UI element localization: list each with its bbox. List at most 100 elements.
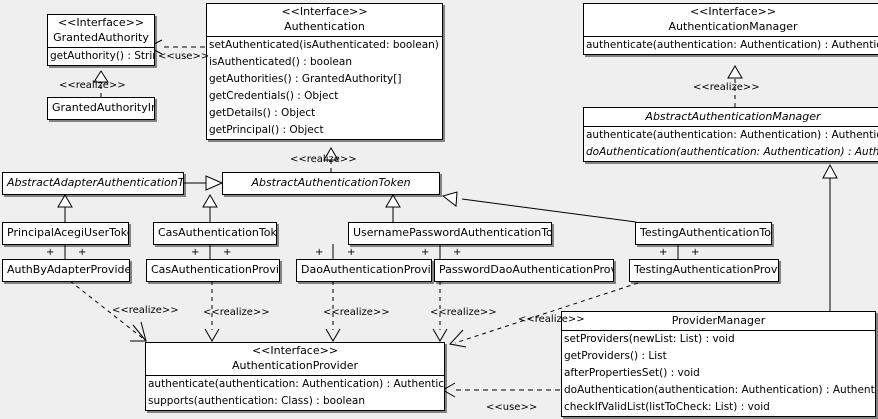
- class-members: setAuthenticated(isAuthenticated: boolea…: [207, 37, 442, 139]
- class-name: PrincipalAcegiUserToken: [7, 226, 129, 239]
- class-box-dao-authentication-provider[interactable]: DaoAuthenticationProvider: [296, 259, 432, 282]
- relationship-label-realize-testing-provider: <<realize>>: [518, 314, 585, 325]
- association-marker: +: [453, 247, 462, 258]
- class-header: <<Interface>> GrantedAuthority: [48, 15, 154, 48]
- class-box-granted-authority[interactable]: <<Interface>> GrantedAuthority getAuthor…: [47, 14, 155, 66]
- member-row: doAuthentication(authentication: Authent…: [586, 146, 878, 158]
- class-name: CasAuthenticationProvider: [151, 263, 279, 276]
- class-header: UsernamePasswordAuthenticationToken: [349, 223, 551, 242]
- class-box-granted-authority-impl[interactable]: GrantedAuthorityImpl: [47, 97, 155, 120]
- class-box-testing-authentication-provider[interactable]: TestingAuthenticationProvider: [629, 259, 779, 282]
- class-name: ProviderManager: [671, 314, 766, 327]
- relationship-label-realize-abstract-authentication-token: <<realize>>: [290, 154, 357, 165]
- member-row: getPrincipal() : Object: [209, 124, 324, 136]
- class-box-authentication[interactable]: <<Interface>> Authentication setAuthenti…: [206, 3, 443, 140]
- class-name: CasAuthenticationToken: [158, 226, 277, 239]
- class-header: DaoAuthenticationProvider: [297, 260, 431, 279]
- class-header: PasswordDaoAuthenticationProvider: [435, 260, 613, 279]
- stereotype-label: <<Interface>>: [251, 344, 339, 357]
- class-name: AuthenticationProvider: [231, 359, 359, 372]
- class-header: <<Interface>> Authentication: [207, 4, 442, 37]
- association-marker: +: [78, 247, 87, 258]
- class-header: CasAuthenticationToken: [154, 223, 276, 242]
- class-name: AuthenticationManager: [668, 20, 798, 33]
- stereotype-label: <<Interface>>: [689, 5, 777, 18]
- class-members: authenticate(authentication: Authenticat…: [584, 37, 878, 54]
- member-row: doAuthentication(authentication: Authent…: [564, 384, 876, 396]
- class-header: AbstractAuthenticationManager: [584, 108, 878, 127]
- class-box-provider-manager[interactable]: ProviderManager setProviders(newList: Li…: [561, 311, 876, 417]
- member-row: authenticate(authentication: Authenticat…: [586, 39, 878, 51]
- stereotype-label: <<Interface>>: [281, 5, 368, 18]
- class-members: authenticate(authentication: Authenticat…: [146, 376, 444, 410]
- association-marker: +: [347, 247, 356, 258]
- class-header: <<Interface>> AuthenticationProvider: [146, 343, 444, 376]
- member-row: getAuthority() : String: [50, 50, 155, 62]
- class-header: AbstractAdapterAuthenticationToken: [3, 173, 183, 192]
- class-box-auth-by-adapter-provider[interactable]: AuthByAdapterProvider: [2, 259, 130, 282]
- association-marker: +: [223, 247, 232, 258]
- relationship-label-realize-password-dao-provider: <<realize>>: [430, 307, 497, 318]
- member-row: supports(authentication: Class) : boolea…: [148, 395, 365, 407]
- relationship-label-realize-auth-by-adapter-provider: <<realize>>: [112, 305, 179, 316]
- class-header: TestingAuthenticationProvider: [630, 260, 778, 279]
- class-box-principal-acegi-user-token[interactable]: PrincipalAcegiUserToken: [2, 222, 129, 245]
- class-name: TestingAuthenticationToken: [640, 226, 772, 239]
- member-row: authenticate(authentication: Authenticat…: [148, 378, 445, 390]
- relationship-label-realize-granted-authority-impl: <<realize>>: [59, 80, 126, 91]
- class-members: getAuthority() : String: [48, 48, 154, 65]
- class-name: GrantedAuthority: [53, 31, 149, 44]
- class-name: GrantedAuthorityImpl: [52, 101, 154, 114]
- class-header: AbstractAuthenticationToken: [223, 173, 439, 192]
- class-header: TestingAuthenticationToken: [636, 223, 771, 242]
- class-name: TestingAuthenticationProvider: [634, 263, 778, 276]
- association-marker: +: [46, 247, 55, 258]
- relationship-label-use-granted-authority: <<use>>: [158, 51, 210, 62]
- class-box-authentication-manager[interactable]: <<Interface>> AuthenticationManager auth…: [583, 3, 878, 55]
- member-row: getDetails() : Object: [209, 107, 316, 119]
- stereotype-label: <<Interface>>: [57, 16, 145, 29]
- class-box-password-dao-authentication-provider[interactable]: PasswordDaoAuthenticationProvider: [434, 259, 614, 282]
- class-box-cas-authentication-provider[interactable]: CasAuthenticationProvider: [146, 259, 280, 282]
- relationship-label-realize-dao-provider: <<realize>>: [323, 307, 390, 318]
- class-name: AbstractAdapterAuthenticationToken: [7, 176, 184, 189]
- class-box-authentication-provider[interactable]: <<Interface>> AuthenticationProvider aut…: [145, 342, 445, 411]
- member-row: authenticate(authentication: Authenticat…: [586, 129, 878, 141]
- member-row: setProviders(newList: List) : void: [564, 333, 735, 345]
- association-marker: +: [421, 247, 430, 258]
- class-header: AuthByAdapterProvider: [3, 260, 129, 279]
- class-name: UsernamePasswordAuthenticationToken: [353, 226, 552, 239]
- member-row: setAuthenticated(isAuthenticated: boolea…: [209, 39, 442, 51]
- class-header: <<Interface>> AuthenticationManager: [584, 4, 878, 37]
- association-marker: +: [315, 247, 324, 258]
- member-row: isAuthenticated() : boolean: [209, 56, 352, 68]
- class-name: AbstractAuthenticationToken: [251, 176, 411, 189]
- association-marker: +: [191, 247, 200, 258]
- member-row: getCredentials() : Object: [209, 90, 339, 102]
- association-marker: +: [691, 247, 700, 258]
- relationship-label-realize-abstract-authentication-manager: <<realize>>: [693, 82, 760, 93]
- class-name: DaoAuthenticationProvider: [301, 263, 431, 276]
- class-box-abstract-authentication-manager[interactable]: AbstractAuthenticationManager authentica…: [583, 107, 878, 162]
- class-name: AbstractAuthenticationManager: [645, 110, 821, 123]
- class-header: GrantedAuthorityImpl: [48, 98, 154, 117]
- class-header: PrincipalAcegiUserToken: [3, 223, 128, 242]
- class-members: setProviders(newList: List) : void getPr…: [562, 331, 875, 416]
- class-box-cas-authentication-token[interactable]: CasAuthenticationToken: [153, 222, 277, 245]
- member-row: getProviders() : List: [564, 350, 667, 362]
- relationship-label-use-provider-manager: <<use>>: [486, 402, 538, 413]
- class-box-username-password-authentication-token[interactable]: UsernamePasswordAuthenticationToken: [348, 222, 552, 245]
- class-name: Authentication: [284, 20, 365, 33]
- class-name: AuthByAdapterProvider: [7, 263, 130, 276]
- member-row: afterPropertiesSet() : void: [564, 367, 700, 379]
- class-header: CasAuthenticationProvider: [147, 260, 279, 279]
- association-marker: +: [659, 247, 668, 258]
- relationship-label-realize-cas-provider: <<realize>>: [203, 307, 270, 318]
- class-box-abstract-authentication-token[interactable]: AbstractAuthenticationToken: [222, 172, 440, 195]
- class-box-testing-authentication-token[interactable]: TestingAuthenticationToken: [635, 222, 772, 245]
- member-row: getAuthorities() : GrantedAuthority[]: [209, 73, 402, 85]
- class-name: PasswordDaoAuthenticationProvider: [439, 263, 613, 276]
- class-box-abstract-adapter-authentication-token[interactable]: AbstractAdapterAuthenticationToken: [2, 172, 184, 195]
- class-members: authenticate(authentication: Authenticat…: [584, 127, 878, 161]
